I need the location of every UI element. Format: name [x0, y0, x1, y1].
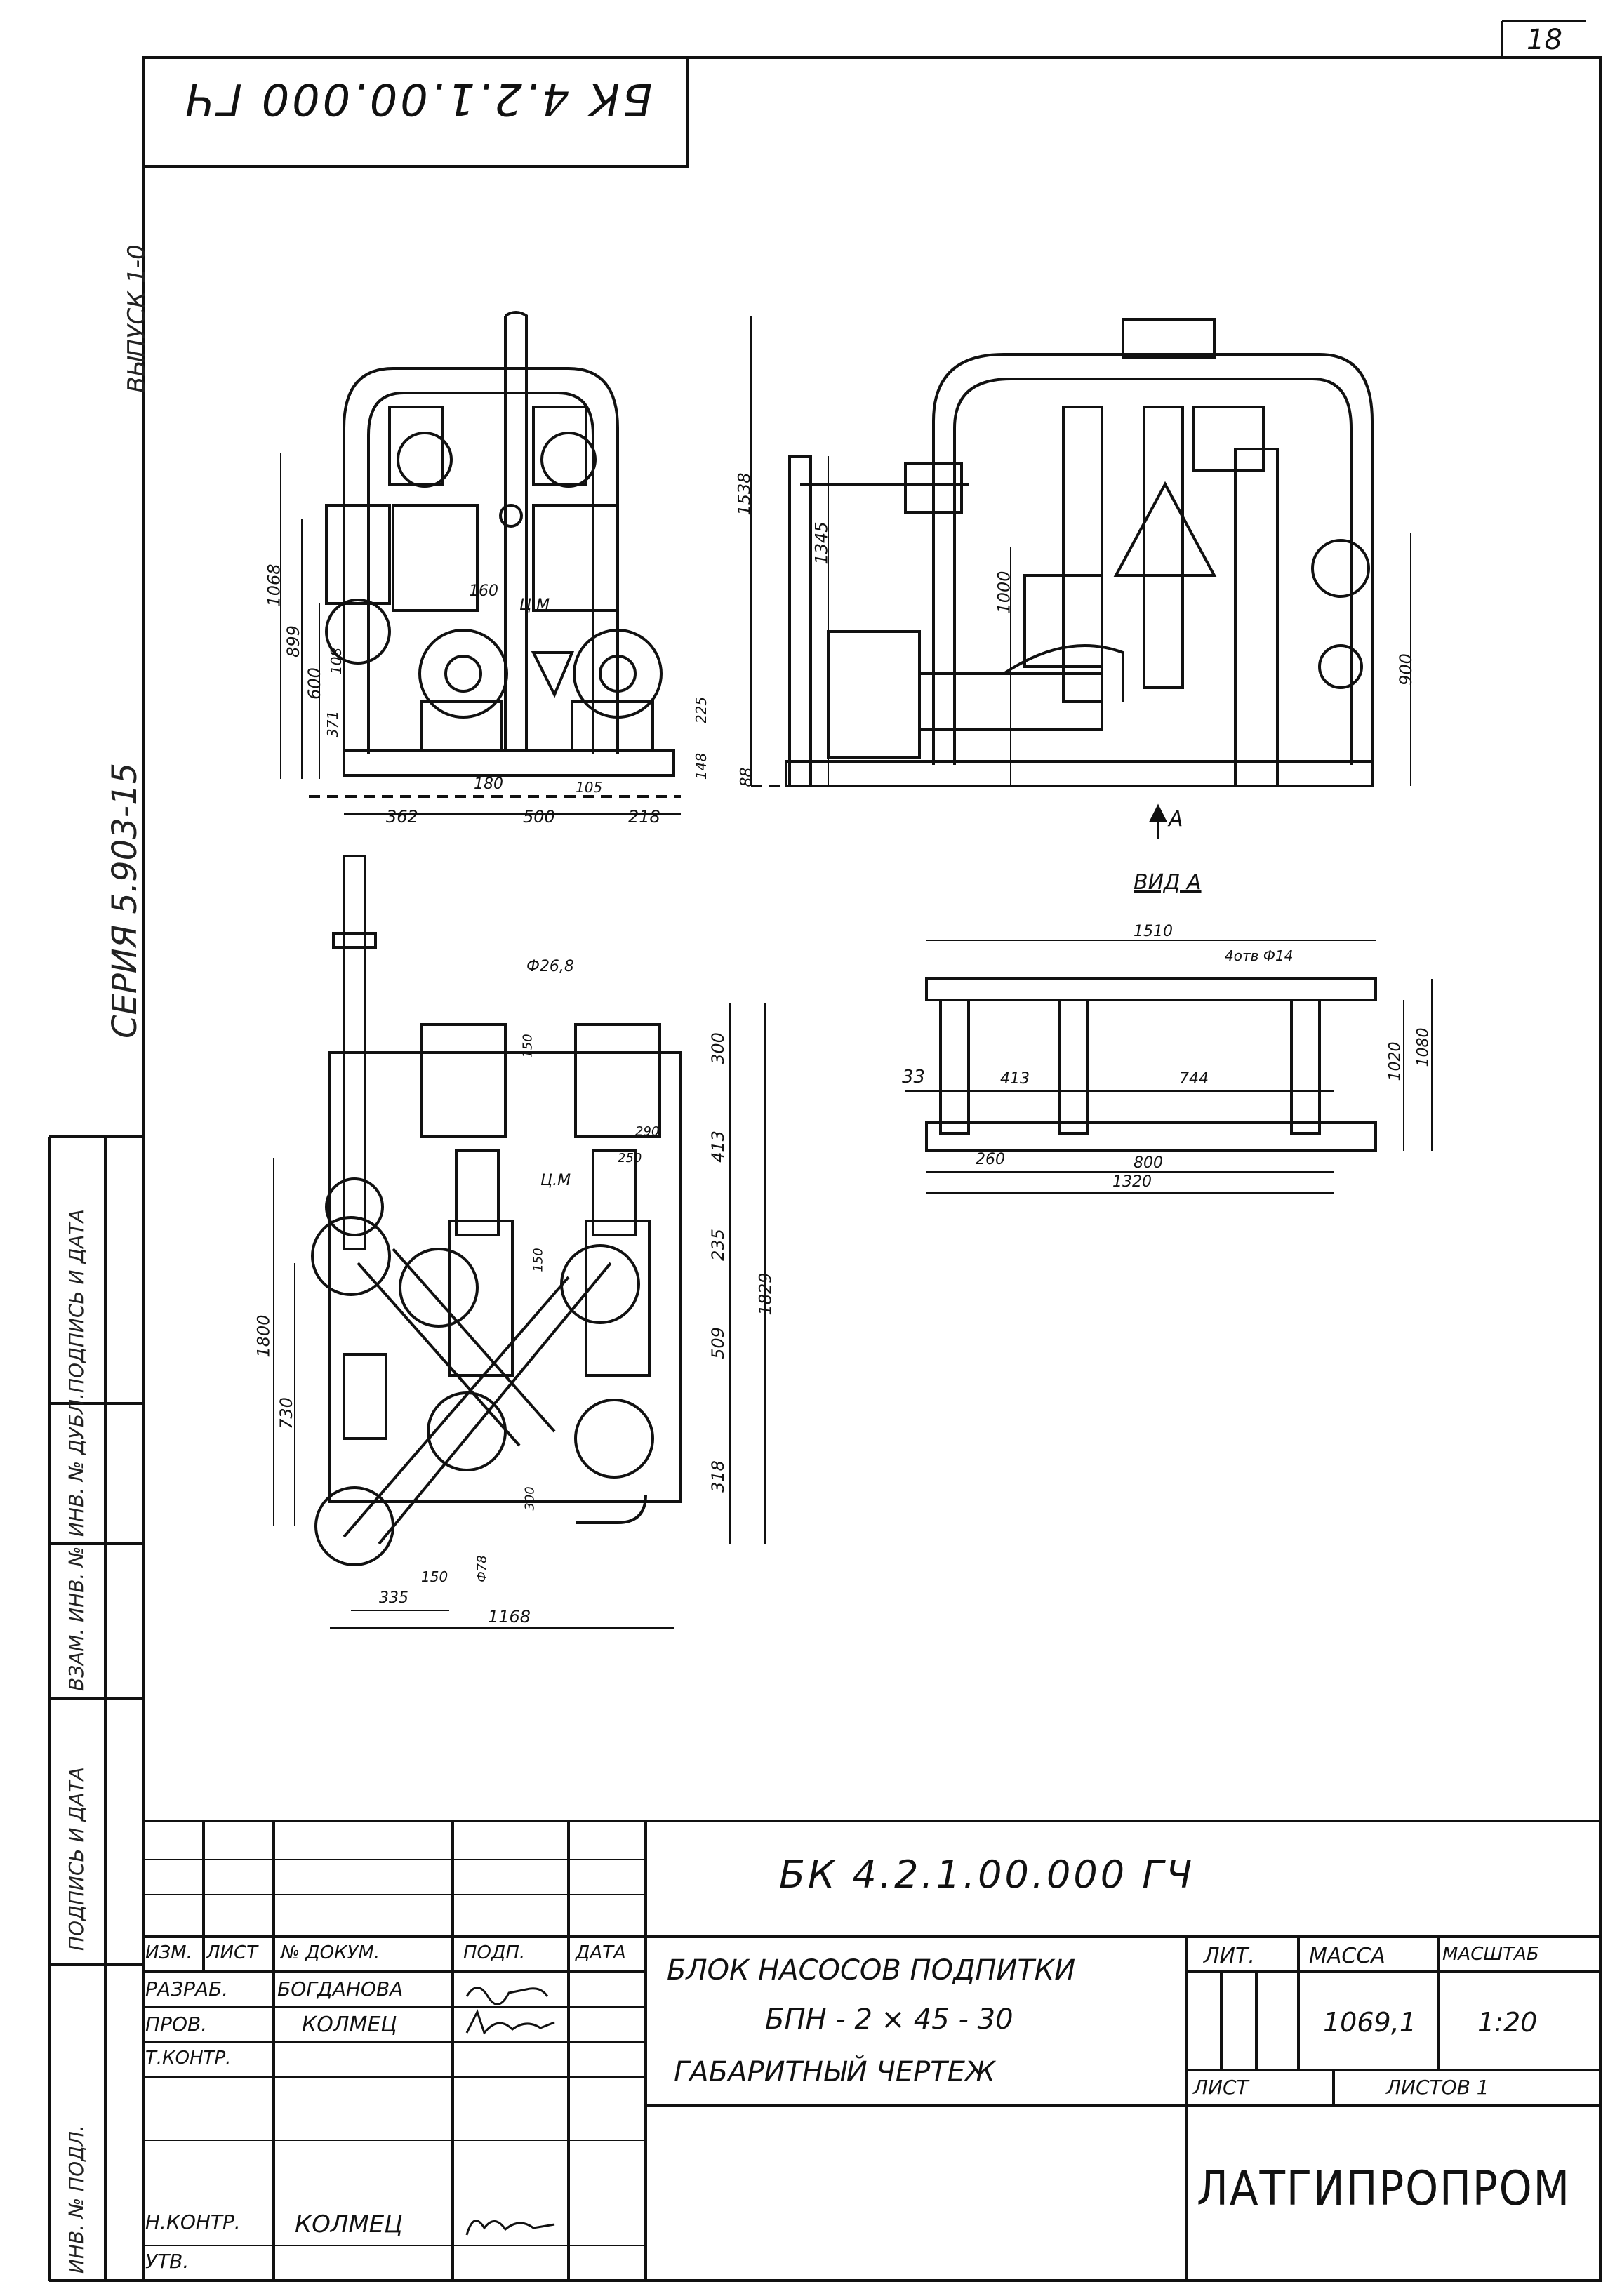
tb-name-2: КОЛМЕЦ — [302, 2013, 397, 2037]
tb-name-line3: ГАБАРИТНЫЙ ЧЕРТЕЖ — [674, 2056, 995, 2088]
dim-plan-335: 335 — [379, 1589, 408, 1607]
margin-field-5: ИНВ. № ПОДЛ. — [65, 2125, 88, 2274]
tb-scale-value: 1:20 — [1477, 2007, 1538, 2038]
dim-front-1068: 1068 — [264, 563, 284, 607]
dim-front-108: 108 — [328, 647, 345, 675]
tb-hdr-mass: МАССА — [1309, 1944, 1385, 1968]
dim-plan-730: 730 — [276, 1397, 296, 1429]
dim-side-1000: 1000 — [994, 570, 1014, 614]
tb-name-4: КОЛМЕЦ — [295, 2210, 403, 2238]
signature-1 — [465, 1987, 549, 2005]
dim-plan-cm: Ц.М — [540, 1172, 571, 1189]
dim-front-180: 180 — [474, 775, 503, 793]
sheet-number: 18 — [1527, 24, 1562, 56]
side-view — [750, 316, 1411, 839]
margin-field-1: ПОДПИСЬ И ДАТА — [65, 1209, 88, 1393]
dim-a-1320: 1320 — [1112, 1173, 1152, 1191]
signature-2 — [465, 2009, 555, 2036]
dim-a-33: 33 — [902, 1067, 926, 1088]
dim-a-1510: 1510 — [1134, 923, 1173, 940]
tb-designation: БК 4.2.1.00.000 ГЧ — [779, 1853, 1195, 1897]
tb-mass-value: 1069,1 — [1323, 2007, 1416, 2038]
dim-a-holes: 4отв Ф14 — [1225, 947, 1294, 964]
plan-view — [273, 855, 766, 1629]
dim-front-362: 362 — [386, 807, 418, 827]
tb-hdr-doc: № ДОКУМ. — [281, 1942, 380, 1963]
margin-series: СЕРИЯ 5.903-15 — [105, 762, 145, 1039]
view-a-title: ВИД А — [1134, 870, 1202, 895]
tb-hdr-date: ДАТА — [576, 1942, 626, 1963]
dim-a-744: 744 — [1179, 1070, 1209, 1088]
dim-a-260: 260 — [976, 1151, 1005, 1168]
dim-side-1538: 1538 — [734, 472, 755, 516]
dim-a-413: 413 — [1000, 1070, 1030, 1088]
dim-plan-290: 290 — [635, 1124, 660, 1139]
tb-hdr-sheet: ЛИСТ — [1193, 2076, 1249, 2099]
dim-front-cm: Ц.М — [519, 596, 550, 614]
margin-field-4: ПОДПИСЬ И ДАТА — [65, 1767, 88, 1951]
dim-front-371: 371 — [324, 710, 342, 738]
tb-hdr-sheets: ЛИСТОВ 1 — [1386, 2076, 1489, 2099]
view-a-arrow-label: A — [1169, 807, 1183, 832]
tb-hdr-sign: ПОДП. — [463, 1942, 526, 1963]
dim-plan-d26: Ф26,8 — [526, 958, 574, 975]
dim-plan-150b: 150 — [531, 1248, 546, 1272]
tb-name-line1: БЛОК НАСОСОВ ПОДПИТКИ — [667, 1954, 1076, 1987]
dim-a-1080: 1080 — [1414, 1027, 1433, 1067]
dim-plan-d78: Ф78 — [474, 1555, 490, 1582]
dim-plan-150c: 150 — [421, 1568, 448, 1585]
dim-plan-413: 413 — [707, 1130, 728, 1163]
dim-plan-509: 509 — [707, 1327, 728, 1359]
dim-plan-235: 235 — [707, 1229, 728, 1261]
tb-hdr-lit: ЛИТ. — [1204, 1944, 1255, 1968]
margin-field-2: ИНВ. № ДУБЛ. — [65, 1392, 88, 1537]
front-view — [280, 311, 681, 815]
dim-front-105: 105 — [576, 779, 603, 796]
dim-side-88: 88 — [738, 767, 756, 787]
tb-role-3: Т.КОНТР. — [145, 2048, 232, 2069]
dim-a-1020: 1020 — [1386, 1041, 1404, 1081]
signature-3 — [465, 2220, 555, 2236]
tb-name-1: БОГДАНОВА — [277, 1977, 404, 2001]
tb-hdr-scale: МАСШТАБ — [1442, 1944, 1539, 1965]
tb-role-1: РАЗРАБ. — [145, 1977, 229, 2001]
dim-plan-1800: 1800 — [253, 1314, 274, 1358]
margin-release: ВЫПУСК 1-0 — [123, 244, 151, 393]
tb-organization: ЛАТГИПРОПРОМ — [1197, 2161, 1571, 2217]
dim-plan-250: 250 — [618, 1151, 642, 1166]
code-rotated: БК 4.2.1.00.000 ГЧ — [182, 74, 653, 125]
title-block-grid — [144, 1820, 1600, 2281]
tb-name-line2: БПН - 2 × 45 - 30 — [765, 2003, 1013, 2036]
tb-hdr-izm: ИЗМ. — [145, 1942, 192, 1963]
view-a — [905, 940, 1433, 1194]
dim-side-1345: 1345 — [811, 521, 832, 565]
tb-role-5: УТВ. — [145, 2250, 190, 2273]
tb-role-2: ПРОВ. — [145, 2013, 208, 2036]
dim-plan-300b: 300 — [522, 1486, 538, 1511]
tb-role-4: Н.КОНТР. — [145, 2210, 241, 2234]
dim-plan-300a: 300 — [707, 1032, 728, 1064]
dim-plan-1829: 1829 — [755, 1272, 776, 1316]
dim-front-148: 148 — [693, 752, 710, 780]
dim-plan-1168: 1168 — [488, 1607, 531, 1627]
dim-front-600: 600 — [304, 667, 324, 700]
margin-field-3: ВЗАМ. ИНВ. № — [65, 1546, 88, 1691]
dim-front-500: 500 — [523, 807, 555, 827]
dim-front-225: 225 — [693, 696, 710, 724]
tb-hdr-list: ЛИСТ — [206, 1942, 258, 1963]
dim-side-900: 900 — [1395, 653, 1416, 686]
dim-front-218: 218 — [628, 807, 660, 827]
dim-plan-318: 318 — [707, 1460, 728, 1493]
dim-plan-150a: 150 — [520, 1034, 536, 1058]
dim-a-800: 800 — [1134, 1154, 1163, 1172]
dim-front-160: 160 — [469, 582, 498, 600]
dim-front-899: 899 — [283, 625, 303, 658]
